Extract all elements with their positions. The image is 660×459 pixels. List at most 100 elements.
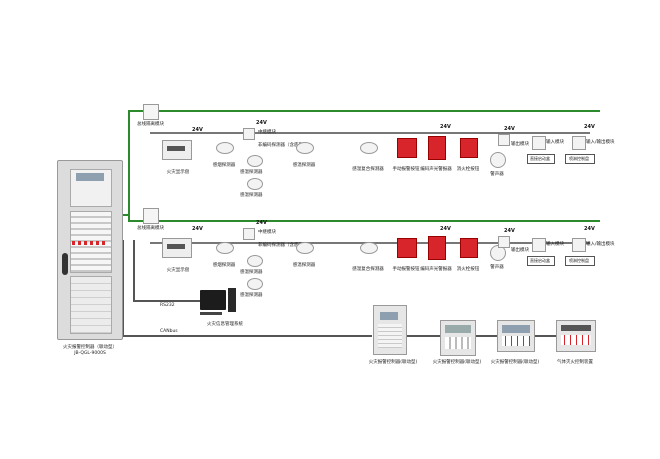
- loop2-manual-call-point[interactable]: [397, 238, 417, 258]
- loop1-input-module[interactable]: [532, 136, 546, 150]
- loop1-sounder-strobe[interactable]: [428, 136, 446, 160]
- loop2-24v-a: 24V: [192, 226, 203, 232]
- loop1-isolator-label: 总线隔离模块: [137, 122, 164, 127]
- loop2-io-module[interactable]: [572, 238, 586, 252]
- loop1-io-module[interactable]: [572, 136, 586, 150]
- loop2-nonaddr-label: 非编码探测器（含底座）: [258, 243, 308, 248]
- loop2-combo-detector[interactable]: [360, 242, 378, 254]
- pc-tower[interactable]: [228, 288, 236, 312]
- cabinet-phone-icon[interactable]: [62, 253, 68, 275]
- loop2-heat-label-2: 感温探测器: [240, 293, 263, 298]
- loop1-heat-detector-2[interactable]: [247, 178, 263, 190]
- loop2-smoke-detector[interactable]: [216, 242, 234, 254]
- pc-monitor[interactable]: [200, 290, 226, 310]
- loop1-start-box[interactable]: [527, 154, 555, 164]
- loop2-heat-detector-1[interactable]: [247, 255, 263, 267]
- loop2-24v-c: 24V: [440, 226, 451, 232]
- loop1-smoke-detector[interactable]: [216, 142, 234, 154]
- loop2-relay-module[interactable]: [243, 228, 255, 240]
- rs232-label: RS232: [160, 303, 175, 308]
- loop1-output-module[interactable]: [498, 134, 510, 146]
- main-panel-label-1: 火灾报警控制器（联动型）: [63, 345, 117, 350]
- loop1-24v-a: 24V: [192, 127, 203, 133]
- loop1-heat-main-label: 感温探测器: [292, 163, 316, 168]
- sub-panel-3[interactable]: [497, 320, 535, 352]
- loop2-input-module[interactable]: [532, 238, 546, 252]
- loop1-fire-display-panel[interactable]: [162, 140, 192, 160]
- loop1-io-label: 输入/输出模块: [586, 140, 615, 145]
- sub-panel-3-label: 火灾报警控制器(联动型): [490, 360, 540, 365]
- loop2-heat-main-label: 感温探测器: [292, 263, 316, 268]
- loop1-display-label: 火灾显示盘: [166, 170, 190, 175]
- loop1-composite-detector[interactable]: [296, 142, 314, 154]
- loop2-siren-label: 警声器: [490, 265, 504, 270]
- loop1-alarm-label: 编码声光警报器: [420, 167, 452, 172]
- panel-to-bus: [118, 214, 129, 216]
- loop2-hydrant-button[interactable]: [460, 238, 478, 258]
- loop2-alarm-label: 编码声光警报器: [420, 267, 452, 272]
- loop2-sounder-strobe[interactable]: [428, 236, 446, 260]
- loop2-hydrant-label: 消火栓按钮: [456, 267, 480, 272]
- loop2-output-module[interactable]: [498, 236, 510, 248]
- loop1-relay-label: 中继模块: [258, 130, 276, 135]
- loop1-siren-label: 警声器: [490, 172, 504, 177]
- loop2-heat-label-1: 感温探测器: [240, 270, 263, 275]
- loop1-heat-detector-1[interactable]: [247, 155, 263, 167]
- loop2-start-box[interactable]: [527, 256, 555, 266]
- loop1-24v-e: 24V: [584, 124, 595, 130]
- loop1-24v-b: 24V: [256, 120, 267, 126]
- loop1-relay-module[interactable]: [243, 128, 255, 140]
- sub-panel-1[interactable]: [373, 305, 407, 355]
- loop2-24v-d: 24V: [504, 228, 515, 234]
- can-label: CANbus: [160, 329, 178, 334]
- loop1-heat-label-1: 感温探测器: [240, 170, 263, 175]
- loop2-input-label: 输入模块: [546, 242, 564, 247]
- sub-panel-4[interactable]: [556, 320, 596, 352]
- loop2-isolator-module[interactable]: [143, 208, 159, 224]
- loop2-output-label: 输出模块: [511, 248, 529, 253]
- loop2-24v-b: 24V: [256, 220, 267, 226]
- rs232-line-h: [133, 300, 201, 302]
- loop1-hydrant-button[interactable]: [460, 138, 478, 158]
- loop1-smoke-label: 感烟探测器: [212, 163, 236, 168]
- main-control-cabinet[interactable]: [57, 160, 123, 340]
- loop2-display-label: 火灾显示盘: [166, 268, 190, 273]
- cabinet-red-indicators: [72, 241, 108, 245]
- bus-riser-left: [128, 110, 130, 220]
- loop1-valve-box[interactable]: [565, 154, 595, 164]
- loop2-valve-label: 喷淋控制盘: [569, 258, 589, 263]
- sub-panel-1-label: 火灾报警控制器(联动型): [368, 360, 418, 365]
- loop1-24v-d: 24V: [504, 126, 515, 132]
- loop2-bus-line: [128, 220, 600, 222]
- loop1-isolator-module[interactable]: [143, 104, 159, 120]
- sub-panel-4-label: 气体灭火控制装置: [557, 360, 593, 365]
- loop2-composite-label: 感温复合探测器: [352, 267, 384, 272]
- loop1-24v-c: 24V: [440, 124, 451, 130]
- loop2-24v-e: 24V: [584, 226, 595, 232]
- loop2-valve-box[interactable]: [565, 256, 595, 266]
- loop2-heat-detector-2[interactable]: [247, 278, 263, 290]
- loop2-isolator-label: 总线隔离模块: [137, 226, 164, 231]
- loop2-relay-label: 中继模块: [258, 230, 276, 235]
- can-line-h2: [405, 335, 585, 337]
- loop1-input-label: 输入模块: [546, 140, 564, 145]
- loop1-nonaddr-label: 非编码探测器（含底座）: [258, 143, 308, 148]
- loop2-start-label: 直接启动盒: [530, 258, 550, 263]
- pc-keyboard[interactable]: [200, 312, 222, 315]
- pc-label: 火灾信息管理系统: [207, 322, 243, 327]
- loop1-manual-call-point[interactable]: [397, 138, 417, 158]
- loop1-heat-label-2: 感温探测器: [240, 193, 263, 198]
- loop1-output-label: 输出模块: [511, 142, 529, 147]
- sub-panel-2[interactable]: [440, 320, 476, 356]
- main-panel-label-2: JB-QGL-9000S: [74, 351, 106, 356]
- sub-panel-2-label: 火灾报警控制器(联动型): [432, 360, 482, 365]
- loop1-hydrant-label: 消火栓按钮: [456, 167, 480, 172]
- loop1-siren[interactable]: [490, 152, 506, 168]
- loop1-combo-detector[interactable]: [360, 142, 378, 154]
- loop2-fire-display-panel[interactable]: [162, 238, 192, 258]
- loop1-start-label: 直接启动盒: [530, 156, 550, 161]
- cabinet-display: [76, 173, 104, 181]
- loop1-composite-label: 感温复合探测器: [352, 167, 384, 172]
- loop2-composite-detector[interactable]: [296, 242, 314, 254]
